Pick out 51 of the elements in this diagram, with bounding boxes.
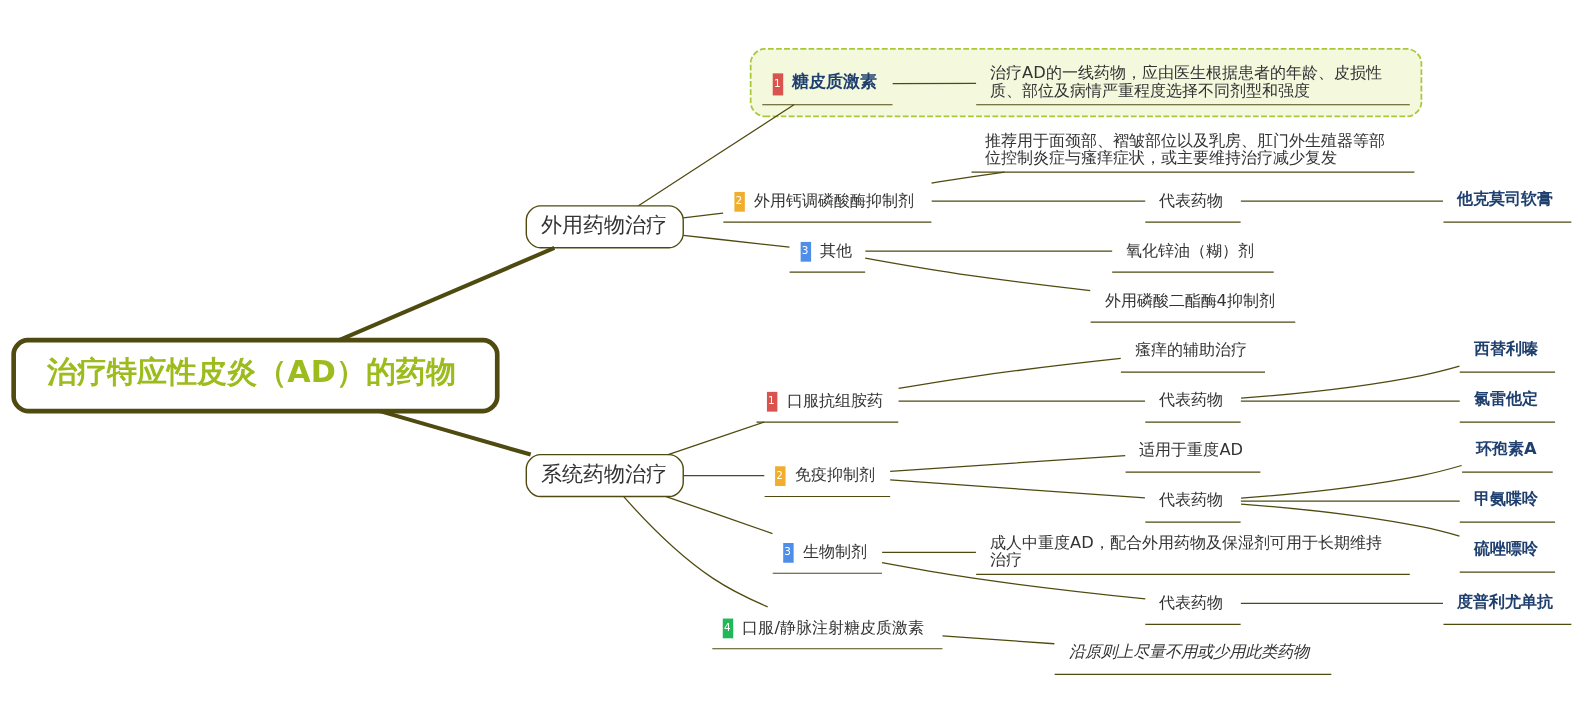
- connector: [1240, 500, 1461, 502]
- node-text: 代表药物: [1159, 490, 1224, 510]
- node-text: 沿原则上尽量不用或少用此类药物: [1068, 641, 1309, 661]
- node-text: 度普利尤单抗: [1457, 591, 1554, 611]
- node-text: 硫唑嘌呤: [1473, 539, 1538, 559]
- node-text: 西替利嗪: [1473, 339, 1538, 359]
- connector: [379, 409, 532, 457]
- node-text: 推荐用于面颈部、褶皱部位以及乳房、肛门外生殖器等部位控制炎症与瘙痒症状，或主要维持治疗减少复发: [985, 130, 1386, 168]
- node-text: 代表药物: [1159, 592, 1224, 612]
- cluster: [749, 48, 1423, 118]
- connector: [1240, 464, 1463, 499]
- connector: [623, 496, 769, 608]
- node-text: 甲氨喋呤: [1473, 489, 1538, 509]
- connector: [667, 421, 765, 456]
- connector: [864, 250, 1113, 252]
- connector: [897, 357, 1122, 390]
- connector: [1240, 365, 1461, 399]
- connector: [892, 82, 977, 85]
- node-text: 环孢素A: [1476, 439, 1537, 459]
- node-text: 适用于重度AD: [1139, 440, 1244, 460]
- node-text: 代表药物: [1159, 190, 1224, 210]
- node-text: 瘙痒的辅助治疗: [1134, 340, 1247, 360]
- connector: [682, 234, 791, 248]
- connector: [864, 257, 1091, 292]
- node-text: 代表药物: [1159, 390, 1224, 410]
- connector: [1240, 602, 1444, 605]
- node-text: 成人中重度AD，配合外用药物及保湿剂可用于长期维持治疗: [990, 532, 1382, 570]
- connector: [941, 635, 1055, 645]
- connector: [881, 562, 1146, 600]
- connector: [338, 246, 556, 342]
- node-box: 治疗特应性皮炎（AD）的药物: [11, 337, 500, 414]
- node-text: 治疗AD的一线药物，应由医生根据患者的年龄、皮损性质、部位及病情严重程度选择不同剂型和强度: [990, 63, 1382, 100]
- connector: [889, 479, 1146, 499]
- node-text: 外用磷酸二酯酶4抑制剂: [1104, 290, 1275, 310]
- connector: [931, 200, 1146, 202]
- node-text: 氯雷他定: [1473, 389, 1538, 409]
- connector: [930, 171, 1006, 184]
- connector: [682, 474, 765, 477]
- connector: [881, 551, 977, 553]
- connector: [1240, 503, 1461, 537]
- connector: [682, 212, 724, 219]
- node-text: 他克莫司软膏: [1457, 189, 1554, 209]
- node-text: 氧化锌油（糊）剂: [1126, 240, 1255, 260]
- connector: [665, 495, 774, 535]
- connector: [897, 400, 1146, 402]
- node-box: 外用药物治疗: [525, 205, 684, 249]
- connector: [637, 104, 795, 207]
- node-box: 系统药物治疗: [525, 453, 684, 498]
- connector: [889, 455, 1126, 473]
- connector: [1240, 200, 1444, 202]
- connector: [1240, 400, 1461, 402]
